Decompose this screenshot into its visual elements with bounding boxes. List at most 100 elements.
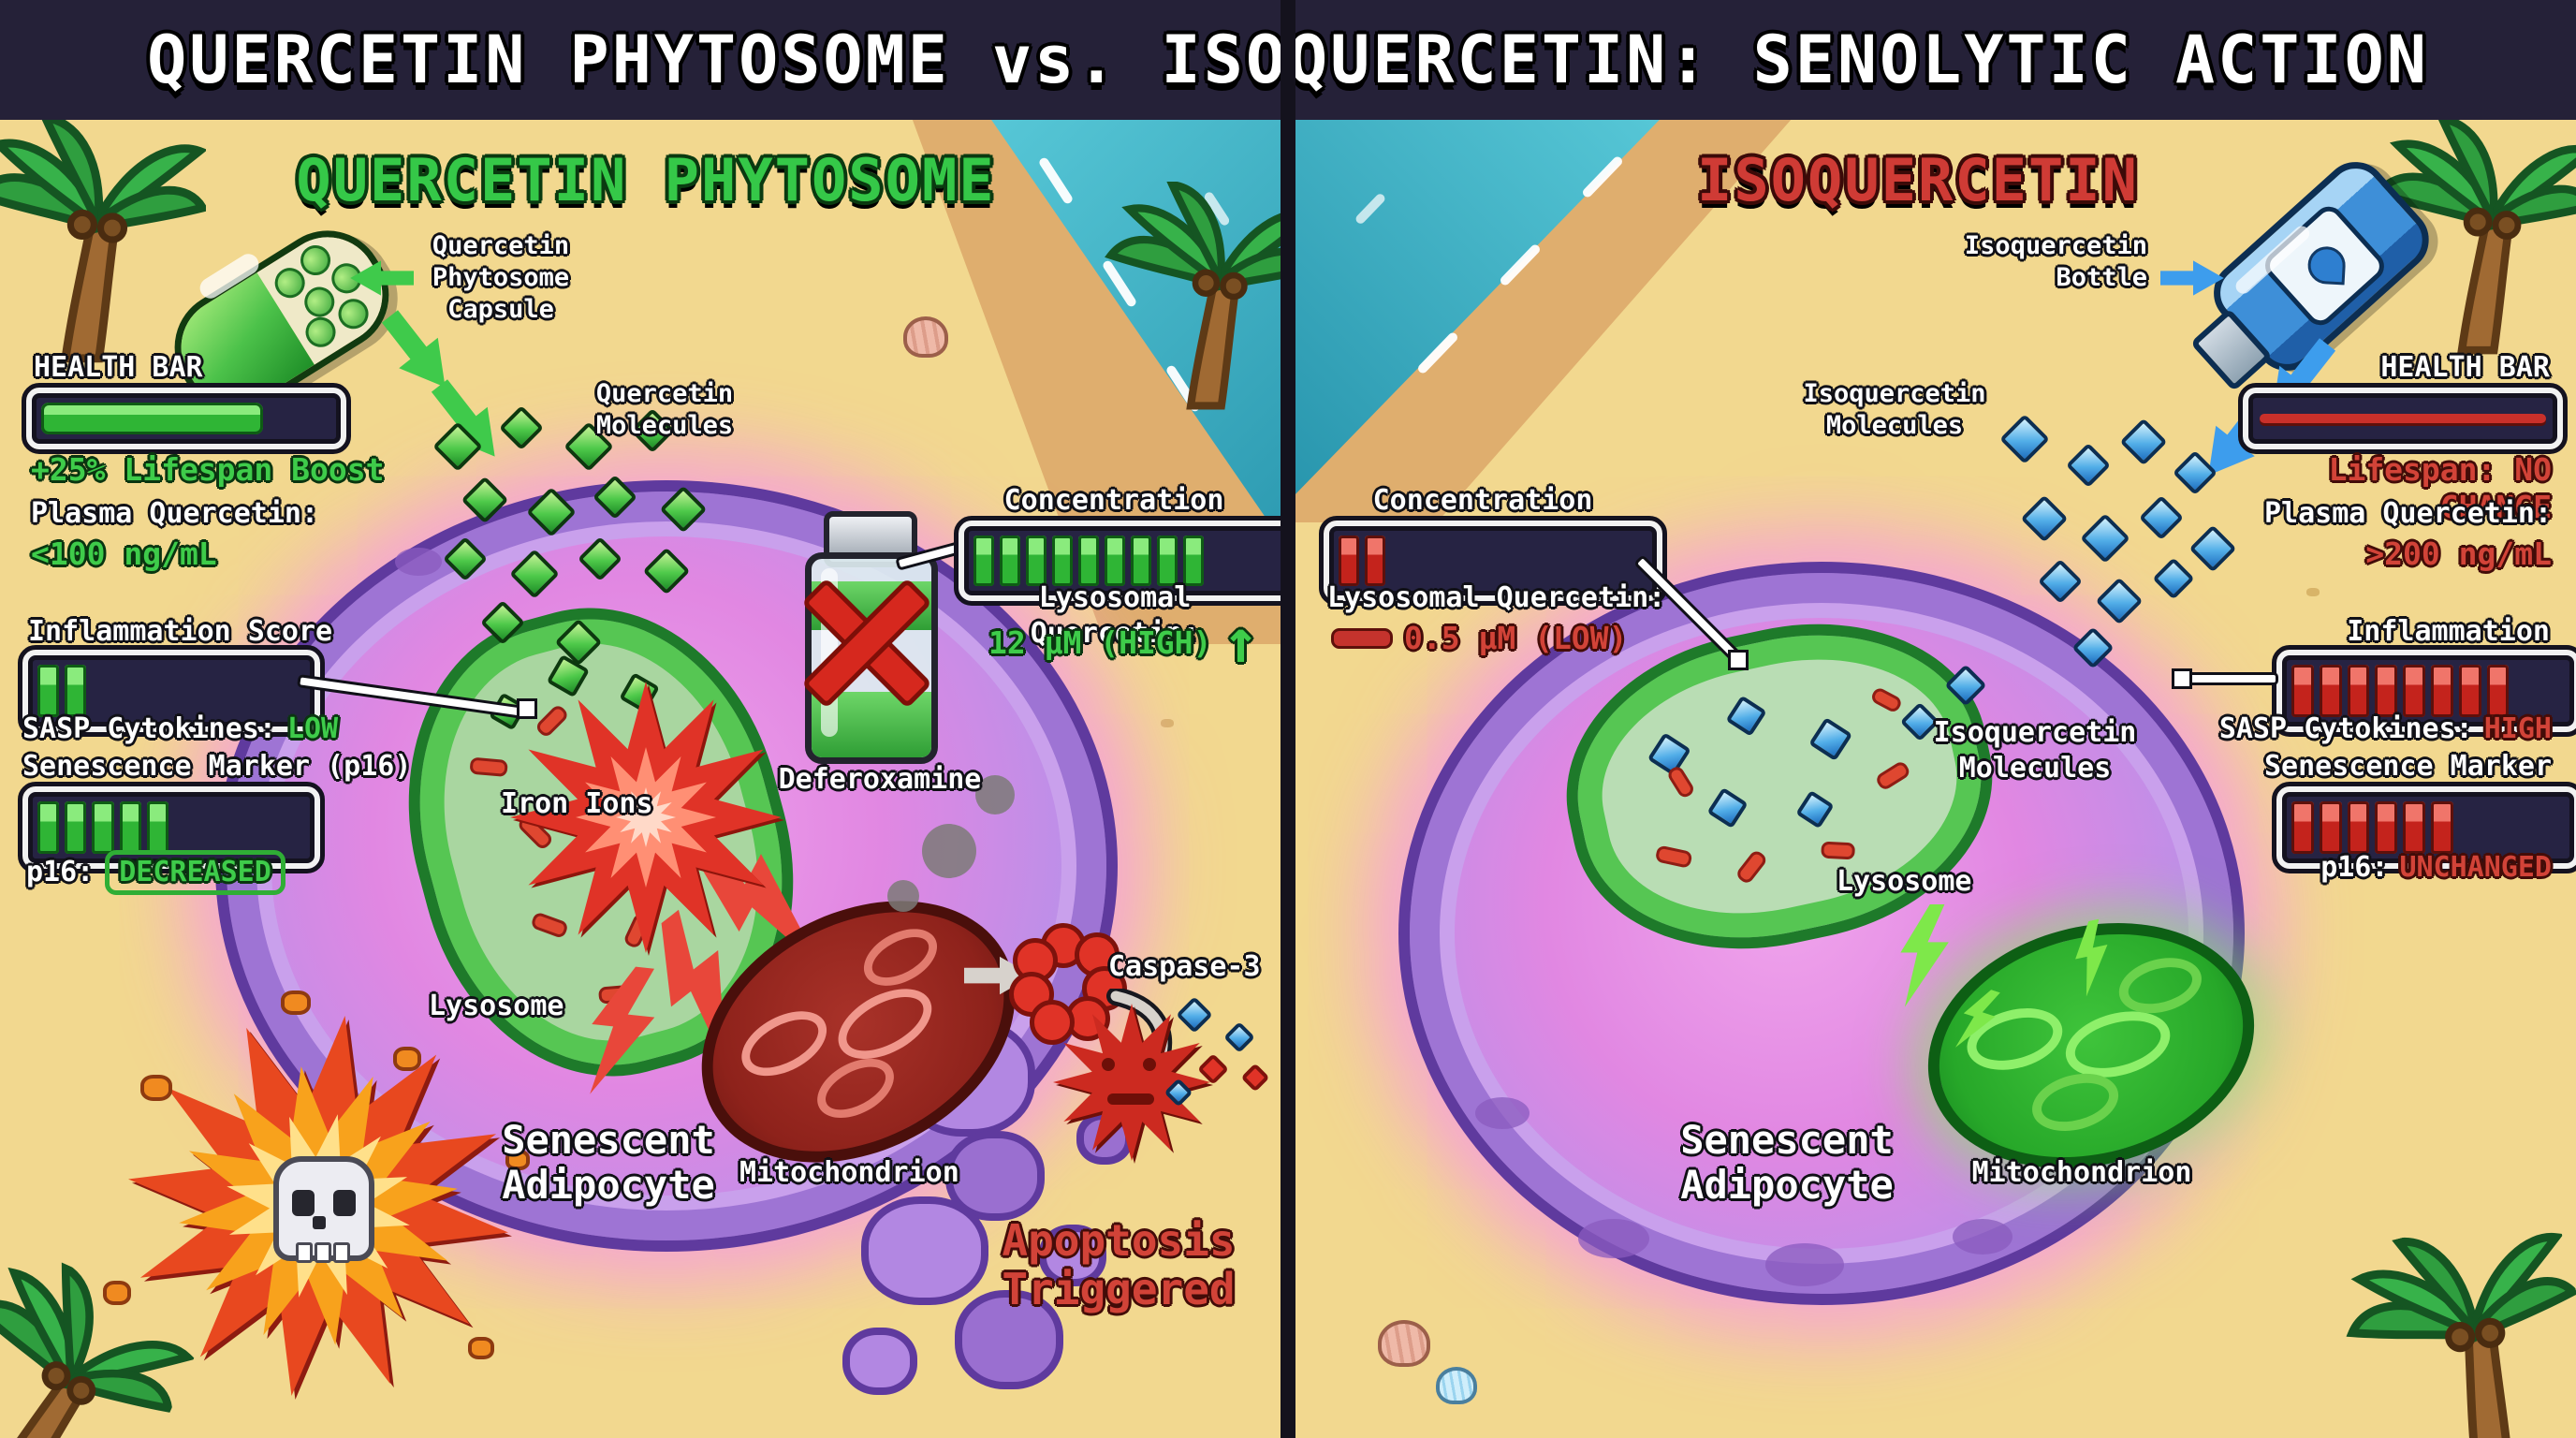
- spark: [103, 1281, 131, 1305]
- meter-segment: [2375, 665, 2398, 717]
- molecules-label: Isoquercetin Molecules: [1803, 379, 1986, 440]
- inflammation-meter: [18, 645, 325, 737]
- meter-segment: [1522, 536, 1543, 586]
- meter-segment: [228, 801, 250, 854]
- meter-segment: [228, 665, 250, 717]
- meter-segment: [2291, 801, 2314, 854]
- meter-segment: [2514, 665, 2537, 717]
- meter-segment: [2542, 665, 2565, 717]
- meter-segment: [1183, 536, 1204, 586]
- shell-icon: [1378, 1320, 1430, 1367]
- p16-value: UNCHANGED: [2399, 851, 2552, 884]
- isoquercetin-molecule-icon: [1999, 414, 2050, 464]
- meter-segment: [1157, 536, 1178, 586]
- meter-segment: [2486, 665, 2510, 717]
- meter-segment: [201, 665, 223, 717]
- caspase-label: Caspase-3: [1108, 950, 1261, 983]
- isoquercetin-molecule-icon: [1795, 789, 1835, 829]
- meter-segment: [1443, 536, 1464, 586]
- meter-segment: [120, 665, 141, 717]
- deferoxamine-vial-icon: [800, 511, 938, 764]
- meter-segment: [284, 801, 305, 854]
- meter-segment: [2347, 665, 2370, 717]
- lysosomal-label: Lysosomal Quercetin:: [1327, 581, 1666, 614]
- health-bar: [22, 383, 351, 454]
- membrane-fragment: [945, 1131, 1045, 1221]
- meter-segment: [1496, 536, 1516, 586]
- apoptosis-label: Apoptosis Triggered: [1002, 1215, 1236, 1314]
- senescence-meter: [2272, 782, 2576, 873]
- inflammation-label: Inflammation Score: [28, 615, 333, 648]
- debris-icon: [1240, 1063, 1270, 1093]
- meter-segment: [2514, 801, 2537, 854]
- panel-isoquercetin: ISOQUERCETIN Isoquercetin Bottle Isoquer…: [1295, 120, 2576, 1438]
- p16-label: p16:: [26, 856, 95, 888]
- meter-segment: [1470, 536, 1490, 586]
- meter-segment: [2430, 665, 2453, 717]
- meter-segment: [1339, 536, 1359, 586]
- leader-endpoint: [2172, 668, 2192, 689]
- isoquercetin-molecule-icon: [1706, 786, 1749, 829]
- meter-segment: [174, 801, 196, 854]
- spark: [393, 1047, 421, 1071]
- up-arrow-icon: ↑: [1222, 608, 1259, 677]
- meter-segment: [119, 801, 141, 854]
- sand-speck: [1445, 644, 1456, 652]
- meter-segment: [2459, 801, 2481, 854]
- membrane-crater: [1765, 1243, 1844, 1286]
- lifespan-text: +25% Lifespan Boost: [31, 451, 385, 488]
- sasp-value: HIGH: [2483, 712, 2552, 745]
- panel-quercetin-phytosome: QUERCETIN PHYTOSOME Quercetin Phytosome …: [0, 120, 1281, 1438]
- sasp-row: SASP Cytokines: LOW: [22, 712, 338, 747]
- molecules-cell-label: Isoquercetin Molecules: [1933, 716, 2137, 785]
- meter-segment: [2375, 801, 2398, 854]
- health-flatline: [2260, 414, 2546, 423]
- isoquercetin-molecule-icon: [2037, 558, 2084, 605]
- cell-label: Senescent Adipocyte: [1680, 1117, 1894, 1209]
- meter-segment: [1548, 536, 1569, 586]
- meter-segment: [2291, 665, 2314, 717]
- crista: [854, 917, 947, 998]
- meter-segment: [973, 536, 994, 586]
- beach-scene: [1295, 120, 1801, 522]
- iron-ion-icon: [1654, 844, 1693, 869]
- p16-row: p16: UNCHANGED: [2175, 850, 2552, 886]
- lysosome-label: Lysosome: [429, 990, 564, 1022]
- senescence-meter: [18, 782, 325, 873]
- meter-segment: [37, 801, 60, 854]
- isoquercetin-molecule-icon: [2138, 494, 2185, 541]
- health-bar: [2238, 383, 2568, 454]
- meter-segment: [1365, 536, 1385, 586]
- cell-label: Senescent Adipocyte: [502, 1117, 715, 1209]
- membrane-fragment: [842, 1328, 917, 1395]
- energy-bolt-icon: [1956, 987, 1998, 1058]
- meter-segment: [1131, 536, 1151, 586]
- molecules-label: Quercetin Molecules: [595, 379, 734, 440]
- apoptotic-body-icon: [1053, 1004, 1210, 1165]
- skull-icon: [273, 1156, 374, 1263]
- membrane-crater: [1953, 1219, 2012, 1255]
- plasma-label: Plasma Quercetin:: [2263, 497, 2552, 530]
- meter-segment: [174, 665, 196, 717]
- low-dash-icon: [1331, 627, 1393, 649]
- plasma-label: Plasma Quercetin:: [31, 497, 319, 530]
- droplet-icon: [2306, 245, 2347, 286]
- concentration-meter: [954, 516, 1281, 606]
- sasp-label: SASP Cytokines:: [22, 712, 276, 745]
- meter-segment: [92, 801, 114, 854]
- p16-value: DECREASED: [105, 850, 285, 895]
- lightning-bolt-icon: [580, 953, 661, 1116]
- meter-segment: [256, 801, 278, 854]
- plasma-value: <100 ng/mL: [31, 536, 217, 572]
- inflammation-meter: [2272, 645, 2576, 737]
- health-bar-label: HEALTH BAR: [34, 351, 203, 384]
- iron-ion-icon: [1734, 848, 1769, 886]
- meter-segment: [1105, 536, 1125, 586]
- shell-icon: [903, 316, 948, 358]
- meter-segment: [2347, 801, 2370, 854]
- membrane-crater: [395, 548, 442, 576]
- sasp-value: LOW: [286, 712, 339, 745]
- crista: [807, 1046, 904, 1130]
- panel-header: QUERCETIN PHYTOSOME: [296, 146, 996, 214]
